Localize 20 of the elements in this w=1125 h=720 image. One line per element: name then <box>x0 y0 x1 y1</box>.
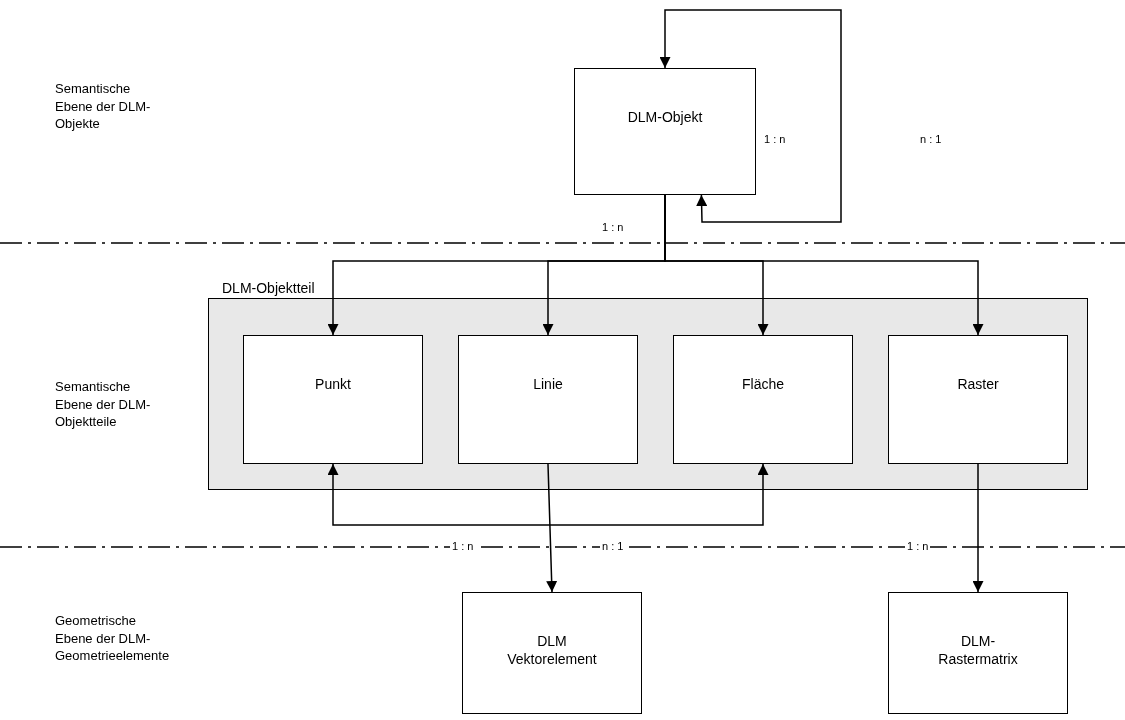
cardinality-label: 1 : n <box>762 133 788 145</box>
process-box: DLM- Rastermatrix <box>888 592 1068 714</box>
arrow <box>546 463 558 593</box>
process-box: Linie <box>458 335 638 464</box>
level-label: Semantische Ebene der DLM-Objektteile <box>55 378 152 431</box>
process-box: Raster <box>888 335 1068 464</box>
arrow <box>972 463 984 593</box>
cardinality-label: 1 : n <box>600 221 626 233</box>
level-label: Semantische Ebene der DLM-Objekte <box>55 80 152 133</box>
process-box: Fläche <box>673 335 853 464</box>
process-box: DLM-Objekt <box>574 68 756 195</box>
cardinality-label: n : 1 <box>918 133 944 145</box>
cardinality-label: 1 : n <box>905 540 931 552</box>
arrow <box>659 9 842 223</box>
cardinality-label: n : 1 <box>600 540 626 552</box>
process-box: Punkt <box>243 335 423 464</box>
process-box: DLM Vektorelement <box>462 592 642 714</box>
cardinality-label: 1 : n <box>450 540 476 552</box>
arrow <box>327 463 769 526</box>
group-heading: DLM-Objektteil <box>222 280 315 296</box>
